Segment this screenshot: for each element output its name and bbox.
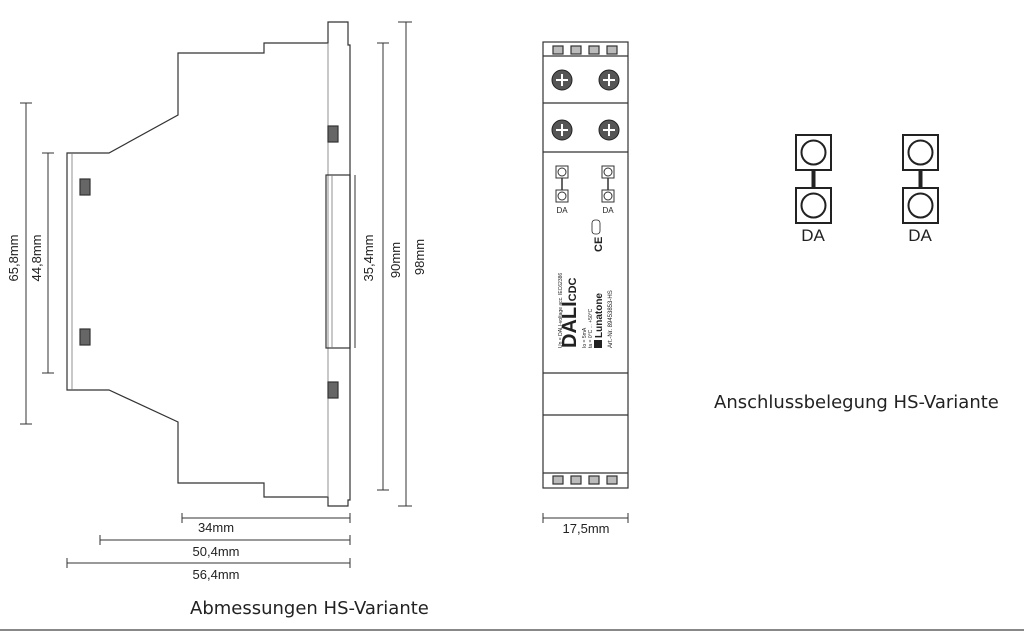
screw-icon xyxy=(598,69,620,91)
housing-outline xyxy=(66,21,351,507)
product-label: DALICDC Un = DALI-voltage acc. IEC62386 … xyxy=(558,219,614,348)
vent-slot xyxy=(606,475,618,485)
spec-line-1: Un = DALI-voltage acc. IEC62386 xyxy=(558,273,564,348)
front-terminal-label-right: DA xyxy=(602,206,614,215)
front-terminal-marks xyxy=(555,165,615,203)
clip xyxy=(327,381,339,399)
dim-98mm: 98mm xyxy=(412,239,427,275)
terminal-circle-icon xyxy=(907,192,934,219)
dim-56-4mm: 56,4mm xyxy=(193,567,240,582)
front-width-dimension xyxy=(542,513,629,523)
vent-slot xyxy=(552,475,564,485)
vent-slot xyxy=(606,45,618,55)
front-body xyxy=(542,41,629,489)
brand-name: Lunatone xyxy=(594,293,605,338)
dim-17-5mm: 17,5mm xyxy=(563,521,610,536)
screw-terminals xyxy=(551,69,620,141)
connection-label-left: DA xyxy=(801,226,825,245)
dim-50-4mm: 50,4mm xyxy=(193,544,240,559)
vent-slot xyxy=(552,45,564,55)
vent-slot xyxy=(588,45,600,55)
dim-34mm: 34mm xyxy=(198,520,234,535)
dim-90mm: 90mm xyxy=(388,242,403,278)
dim-35-4mm: 35,4mm xyxy=(361,235,376,282)
product-name: DALICDC xyxy=(559,277,581,348)
article-number: Art.-Nr. 89453853-HS xyxy=(608,290,614,348)
screw-icon xyxy=(598,119,620,141)
dim-44-8mm: 44,8mm xyxy=(29,235,44,282)
clip xyxy=(79,328,91,346)
front-view xyxy=(542,41,629,489)
side-view xyxy=(66,21,351,507)
connection-left xyxy=(795,134,832,224)
front-terminal-label-left: DA xyxy=(556,206,568,215)
terminal-circle-icon xyxy=(800,139,827,166)
side-dimension-labels: 98mm 90mm 35,4mm 65,8mm 44,8mm 34mm 50,4… xyxy=(6,235,427,582)
clip xyxy=(79,178,91,196)
vent-slot xyxy=(588,475,600,485)
screw-icon xyxy=(551,69,573,91)
vent-slot xyxy=(570,45,582,55)
connection-caption: Anschlussbelegung HS-Variante xyxy=(714,392,999,413)
dimensions-caption: Abmessungen HS-Variante xyxy=(190,598,429,619)
terminal-circle-icon xyxy=(907,139,934,166)
clip xyxy=(327,125,339,143)
side-dimension-lines xyxy=(20,21,412,568)
screw-icon xyxy=(551,119,573,141)
vent-slot xyxy=(570,475,582,485)
connection-label-right: DA xyxy=(908,226,932,245)
brand-logo-icon xyxy=(594,340,602,348)
terminal-circle-icon xyxy=(800,192,827,219)
front-recess xyxy=(325,174,351,349)
ce-mark: CE xyxy=(593,237,605,252)
certification-badge-icon xyxy=(591,219,601,235)
spec-line-3: ta = 0°C ... +50°C xyxy=(588,308,594,348)
dim-65-8mm: 65,8mm xyxy=(6,235,21,282)
spec-line-2: Io = 5mA xyxy=(582,327,588,348)
connection-right xyxy=(902,134,939,224)
